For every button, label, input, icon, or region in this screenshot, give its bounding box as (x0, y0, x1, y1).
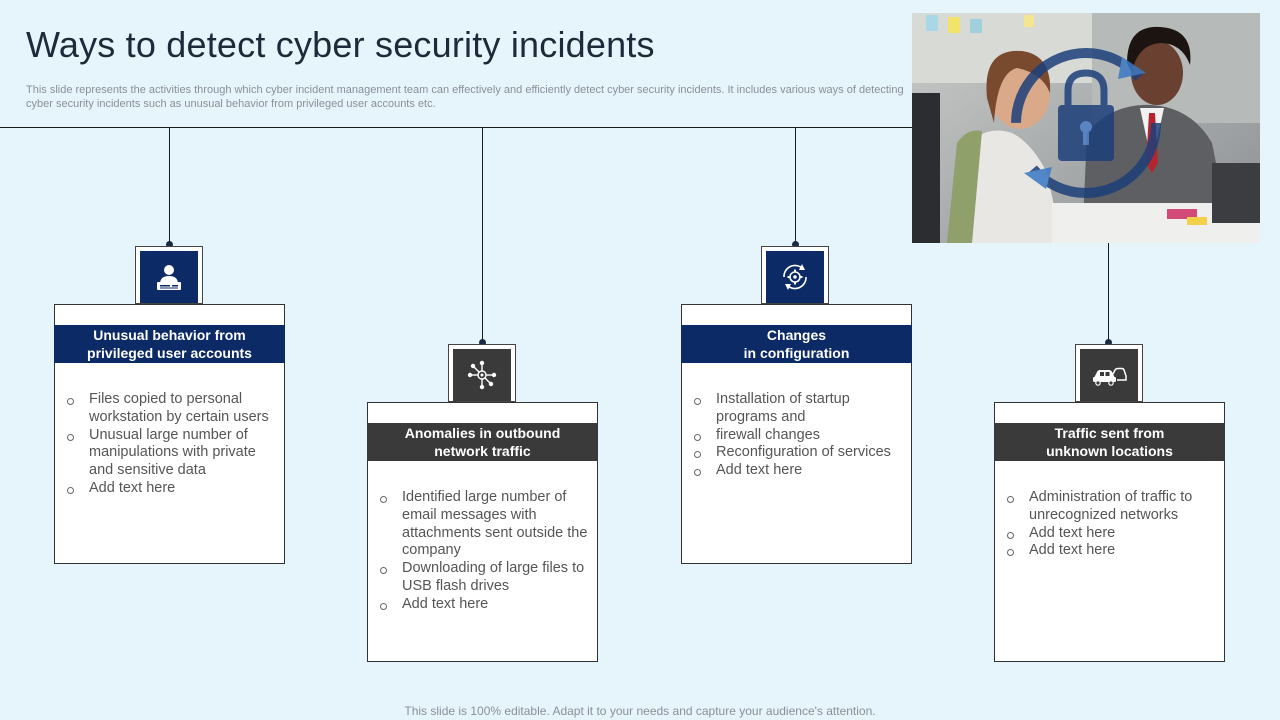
network-hub-icon (467, 360, 497, 390)
connector-dot-1 (166, 241, 173, 248)
timeline-horizontal-line (0, 127, 1108, 128)
list-item: firewall changes (692, 427, 903, 445)
user-id-icon (157, 265, 181, 290)
list-item: Add text here (378, 596, 589, 614)
slide-title: Ways to detect cyber security incidents (26, 24, 655, 65)
card-1-icon-box (135, 246, 203, 304)
card-1-list: Files copied to personal workstation by … (65, 391, 276, 498)
list-item: Add text here (65, 480, 276, 498)
gear-cycle-icon (783, 264, 807, 290)
list-item: Files copied to personal workstation by … (65, 391, 276, 427)
connector-line-2 (482, 128, 483, 342)
card-3-icon-box (761, 246, 829, 304)
vehicle-traffic-icon (1093, 367, 1127, 386)
list-item: Downloading of large files to USB flash … (378, 560, 589, 596)
card-2-list: Identified large number of email message… (378, 489, 589, 614)
list-item: Installation of startup programs and (692, 391, 903, 427)
list-item: Reconfiguration of services (692, 444, 903, 462)
connector-line-1 (169, 128, 170, 244)
list-item: Unusual large number of manipulations wi… (65, 427, 276, 480)
connector-line-3 (795, 128, 796, 244)
card-3-list: Installation of startup programs and fir… (692, 391, 903, 480)
card-2-icon-box (448, 344, 516, 402)
connector-dot-4 (1105, 339, 1112, 346)
list-item: Identified large number of email message… (378, 489, 589, 560)
list-item: Add text here (1005, 525, 1216, 543)
connector-dot-2 (479, 339, 486, 346)
slide-footer: This slide is 100% editable. Adapt it to… (404, 704, 876, 718)
list-item: Administration of traffic to unrecognize… (1005, 489, 1216, 525)
slide-subtitle: This slide represents the activities thr… (26, 84, 904, 110)
connector-dot-3 (792, 241, 799, 248)
card-4-list: Administration of traffic to unrecognize… (1005, 489, 1216, 560)
card-4-icon-box (1075, 344, 1143, 402)
list-item: Add text here (692, 462, 903, 480)
list-item: Add text here (1005, 542, 1216, 560)
hero-photo (912, 13, 1260, 243)
